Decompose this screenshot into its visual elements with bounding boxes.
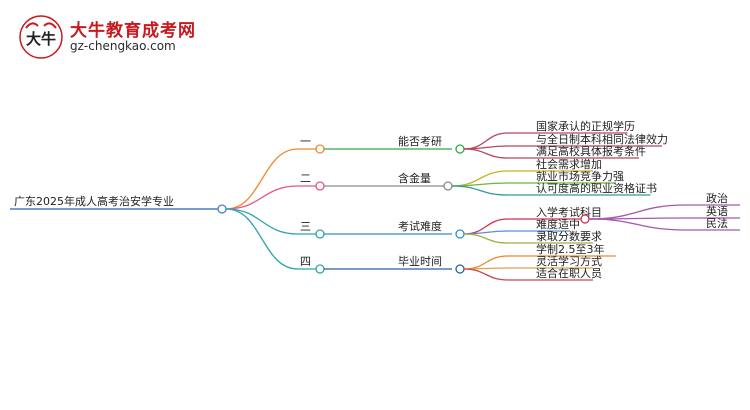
branch-link-4 — [225, 208, 299, 270]
root-topic: 广东2025年成人高考治安学专业 — [14, 194, 174, 208]
brand-logo[interactable]: 大牛 大牛教育成考网 gz-chengkao.com — [18, 14, 298, 60]
leaf-4-2: 灵活学习方式 — [536, 254, 602, 268]
leaf-4-3: 适合在职人员 — [536, 266, 602, 280]
site-url[interactable]: gz-chengkao.com — [70, 39, 176, 53]
leaf-1-3: 满足高校具体报考条件 — [536, 144, 646, 158]
leaf-node-3-1 — [580, 214, 590, 224]
sub-link-1 — [588, 204, 687, 220]
sub-link-3 — [588, 218, 687, 231]
branch-label-3: 考试难度 — [398, 219, 442, 233]
branch-link-2 — [225, 185, 299, 210]
branch-number-2: 二 — [300, 172, 311, 185]
leaf-link-4-3 — [463, 268, 509, 281]
branch-label-2: 含金量 — [398, 171, 431, 185]
label-node-1 — [455, 144, 465, 154]
leaf-2-3: 认可度高的职业资格证书 — [536, 181, 657, 195]
leaf-3-2: 难度适中 — [536, 217, 580, 231]
branch-link-3 — [225, 208, 299, 235]
bull-logo-icon: 大牛 — [19, 15, 63, 59]
sub-leaf-3: 民法 — [706, 216, 728, 230]
branch-number-4: 四 — [300, 255, 311, 268]
num-node-3 — [315, 229, 325, 239]
label-node-2 — [443, 181, 453, 191]
leaf-link-3-2 — [463, 230, 509, 235]
branch-number-3: 三 — [300, 220, 311, 233]
num-node-1 — [315, 144, 325, 154]
leaf-link-4-1 — [463, 255, 509, 270]
label-node-4 — [455, 264, 465, 274]
site-title: 大牛教育成考网 — [70, 21, 196, 41]
leaf-2-1: 社会需求增加 — [536, 157, 602, 171]
sub-leaf-2: 英语 — [706, 204, 728, 218]
num-node-4 — [315, 264, 325, 274]
branch-number-1: 一 — [300, 135, 311, 148]
logo-mark-text: 大牛 — [26, 30, 56, 48]
root-node — [217, 204, 227, 214]
branch-label-1: 能否考研 — [398, 134, 442, 148]
branch-label-4: 毕业时间 — [398, 255, 442, 268]
leaf-3-1: 入学考试科目 — [536, 205, 602, 219]
leaf-1-2: 与全日制本科相同法律效力 — [536, 132, 668, 146]
leaf-2-2: 就业市场竞争力强 — [536, 169, 624, 183]
branch-link-1 — [225, 148, 299, 210]
sub-leaf-1: 政治 — [706, 191, 728, 205]
num-node-2 — [315, 181, 325, 191]
leaf-link-2-3 — [451, 185, 509, 196]
leaf-4-1: 学制2.5至3年 — [536, 242, 605, 256]
leaf-link-1-3 — [463, 148, 509, 159]
leaf-1-1: 国家承认的正规学历 — [536, 119, 635, 133]
leaf-3-3: 录取分数要求 — [536, 230, 602, 243]
leaf-link-2-2 — [451, 182, 509, 187]
leaf-link-3-3 — [463, 233, 509, 244]
label-node-3 — [455, 229, 465, 239]
leaf-link-1-2 — [463, 145, 509, 150]
